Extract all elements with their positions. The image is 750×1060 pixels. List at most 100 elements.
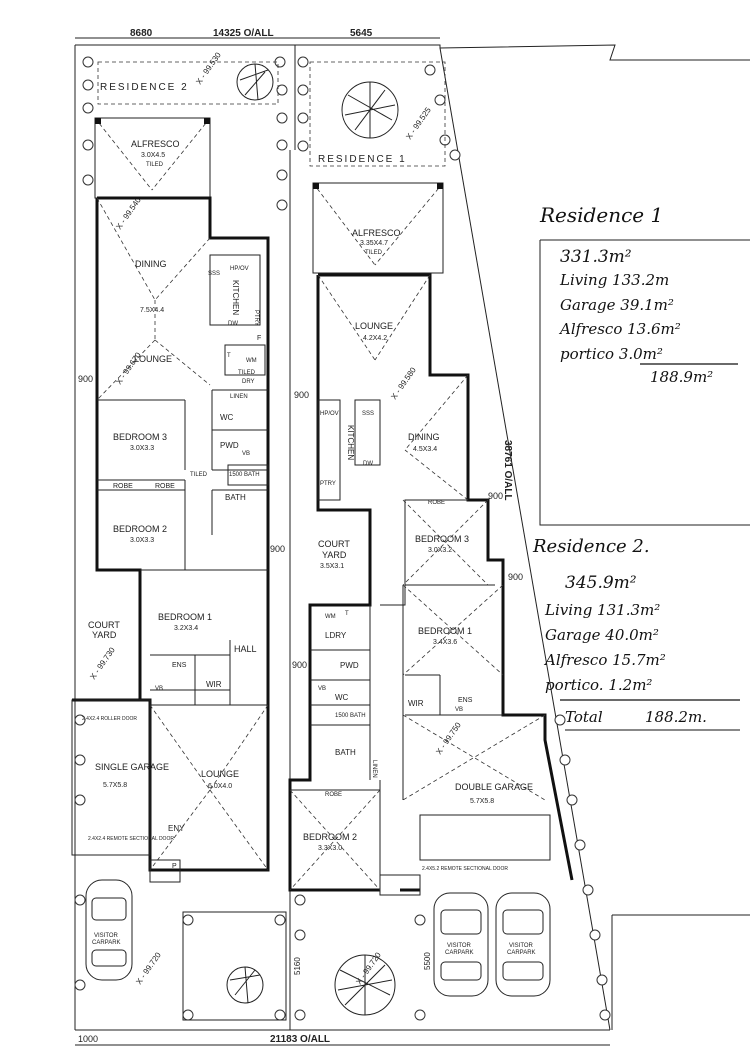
note-r2-sum: 188.2m. (645, 708, 707, 726)
residence2-title-box (97, 61, 279, 105)
residence2-labels: ALFRESCO 3.0X4.5 TILED DINING 7.5X4.4 LO… (82, 139, 261, 870)
r1-hpov: HP/OV (320, 411, 339, 417)
dim-left: 8680 (130, 28, 153, 39)
r1-sss: SSS (362, 411, 374, 417)
r1-bed3-dim: 3.0X3.2 (428, 547, 452, 554)
r2-t: T (227, 353, 231, 359)
r2-alfresco: ALFRESCO (131, 139, 180, 149)
note-r1-garage: Garage 39.1m² (560, 296, 674, 314)
level-r2-top: X - 99.530 (194, 50, 223, 86)
r1-wir: WIR (408, 699, 424, 708)
note-r2-portico: portico. 1.2m² (545, 676, 652, 694)
r2-lounge: LOUNGE (134, 354, 172, 364)
r1-ldry: LDRY (325, 631, 347, 640)
r2-garage-dim: 5.7X5.8 (103, 782, 127, 789)
note-r2-sum-label: Total (565, 708, 603, 726)
level-r2-court: X - 99.730 (88, 645, 117, 681)
r2-robe1: ROBE (113, 483, 133, 490)
residence1-plan (288, 182, 574, 896)
r1-garage-dim: 5.7X5.8 (470, 798, 494, 805)
tree-icon (334, 954, 396, 1016)
dim-5160: 5160 (293, 957, 302, 975)
level-r1-lounge: X - 99.580 (389, 365, 418, 401)
carpark-mid-carpark: CARPARK (445, 950, 474, 956)
r1-garage: DOUBLE GARAGE (455, 782, 533, 792)
r2-entry: ENY (168, 824, 185, 833)
r1-robe: ROBE (428, 500, 445, 506)
r2-alfresco-note: TILED (146, 162, 164, 168)
r1-alfresco: ALFRESCO (352, 228, 401, 238)
r2-court: COURT (88, 620, 120, 630)
r2-tiled2: TILED (190, 472, 208, 478)
dim-bottom-overall: 21183 O/ALL (270, 1034, 330, 1045)
car-icon (495, 892, 551, 997)
setback-label: 900 (78, 374, 93, 384)
r1-alfresco-note: TILED (365, 250, 383, 256)
r1-wc: WC (335, 693, 349, 702)
r2-sectional: 2.4X2.4 REMOTE SECTIONAL DOOR (88, 836, 174, 842)
top-dimension: 8680 14325 O/ALL 5645 (75, 28, 440, 39)
setback-label: 900 (292, 660, 307, 670)
r1-kitchen: KITCHEN (346, 425, 355, 460)
r1-yard: YARD (322, 550, 347, 560)
r2-bed1: BEDROOM 1 (158, 612, 212, 622)
carpark-left-visitor: VISITOR (94, 933, 119, 939)
setback-label: 900 (294, 390, 309, 400)
r2-alfresco-dim: 3.0X4.5 (141, 152, 165, 159)
r2-sss: SSS (208, 271, 220, 277)
residence2-plan (71, 117, 270, 883)
r1-bed1: BEDROOM 1 (418, 626, 472, 636)
note-r1-sum: 188.9m² (650, 368, 713, 386)
note-r2-garage: Garage 40.0m² (545, 626, 659, 644)
note-r1-living: Living 133.2m (559, 271, 669, 289)
r1-sectional: 2.4X5.2 REMOTE SECTIONAL DOOR (422, 866, 508, 872)
r1-bed2: BEDROOM 2 (303, 832, 357, 842)
r2-f: F (257, 335, 261, 342)
tree-icon (236, 63, 274, 101)
r1-bed2-dim: 3.3X3.0 (318, 845, 342, 852)
level-r1-top: X - 99.525 (404, 105, 433, 141)
notes-box (539, 239, 750, 526)
r1-vb2: VB (455, 707, 463, 713)
car-icon (85, 879, 133, 981)
site-boundary (74, 44, 750, 1046)
residence1-title: RESIDENCE 1 (318, 154, 407, 165)
r1-ptry: PTRY (320, 481, 336, 487)
level-r2-dining: X - 99.540 (114, 195, 143, 231)
r2-lounge2-dim: 6.0X4.0 (208, 783, 232, 790)
carpark-left-carpark: CARPARK (92, 940, 121, 946)
r1-bed1-dim: 3.4X3.6 (433, 639, 457, 646)
note-r2-total: 345.9m² (565, 573, 637, 593)
note-r1-total: 331.3m² (560, 247, 632, 267)
level-r1-garage: X - 99.750 (434, 720, 463, 756)
r2-ens: ENS (172, 662, 187, 669)
r2-wc: WC (220, 413, 234, 422)
r1-bath: BATH (335, 748, 356, 757)
r2-dining: DINING (135, 259, 167, 269)
note-r2-alfresco: Alfresco 15.7m² (543, 651, 666, 669)
residence1-labels: ALFRESCO 3.35X4.7 TILED LOUNGE 4.2X4.2 K… (303, 228, 533, 872)
r2-pwd: PWD (220, 441, 239, 450)
r2-p: P (172, 863, 177, 870)
note-r2-title: Residence 2. (532, 536, 650, 557)
residence2-title: RESIDENCE 2 (100, 82, 189, 93)
r2-bed3-dim: 3.0X3.3 (130, 445, 154, 452)
r1-bath-size: 1500 BATH (335, 713, 366, 719)
dim-bottom-left: 1000 (78, 1034, 98, 1044)
r2-bed1-dim: 3.2X3.4 (174, 625, 198, 632)
r2-linen: LINEN (230, 394, 248, 400)
r2-bed2-dim: 3.0X3.3 (130, 537, 154, 544)
r2-garage: SINGLE GARAGE (95, 762, 169, 772)
landscape-shrubs (74, 56, 611, 1021)
r1-lounge-dim: 4.2X4.2 (363, 335, 387, 342)
level-visitor-left: X - 99.720 (134, 950, 163, 986)
r2-wm: WM (246, 358, 257, 364)
r1-dining-dim: 4.5X3.4 (413, 446, 437, 453)
r2-yard: YARD (92, 630, 117, 640)
r1-bed3: BEDROOM 3 (415, 534, 469, 544)
r2-dry: DRY (242, 379, 255, 385)
dim-5500: 5500 (423, 952, 432, 970)
r1-robe2: ROBE (325, 792, 342, 798)
r1-lounge: LOUNGE (355, 321, 393, 331)
r1-wm: WM (325, 614, 336, 620)
